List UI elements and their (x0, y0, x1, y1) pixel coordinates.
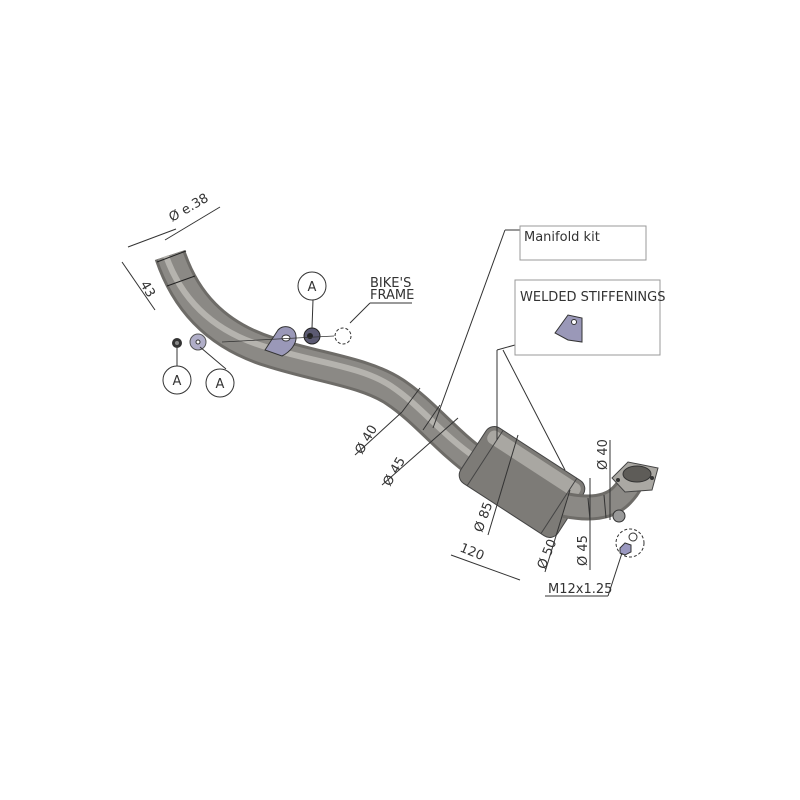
callout-circle (297, 271, 327, 301)
dim-bend-diameter: Ø 45 (576, 535, 591, 566)
dim-flange-diameter: Ø 40 (596, 439, 611, 470)
part-a-label: A (216, 377, 225, 392)
dim-catalyst-length: 120 (458, 541, 487, 564)
manifold-kit-box (519, 225, 647, 261)
dim-stud-thread: M12x1.25 (548, 582, 612, 597)
welded-stiffenings-label: WELDED STIFFENINGS (520, 290, 665, 305)
callout-circle (162, 365, 192, 395)
part-a-label: A (308, 280, 317, 295)
stiffening-hole-icon (571, 319, 577, 325)
dim-catalyst-diameter: Ø 85 (472, 500, 497, 534)
dim-pipe-diameter-2: Ø 45 (380, 455, 408, 489)
dim-outlet-diameter: Ø 50 (535, 537, 560, 571)
flange (611, 461, 659, 493)
welded-stiffenings-box (514, 279, 661, 356)
dim-inlet-diameter: Ø e.38 (167, 191, 212, 226)
dim-pipe-diameter-1: Ø 40 (352, 423, 380, 457)
bikes-frame-label: BIKE'S (370, 276, 411, 291)
manifold-kit-label: Manifold kit (524, 230, 600, 245)
dim-inlet-length: 43 (137, 279, 158, 301)
callout-circle (205, 368, 235, 398)
bikes-frame-label: FRAME (370, 288, 414, 303)
mounting-bracket (172, 326, 352, 357)
dimension-lines (121, 206, 623, 597)
nut-detail (615, 528, 645, 558)
exhaust-pipe (154, 249, 490, 479)
part-a-label: A (173, 374, 182, 389)
